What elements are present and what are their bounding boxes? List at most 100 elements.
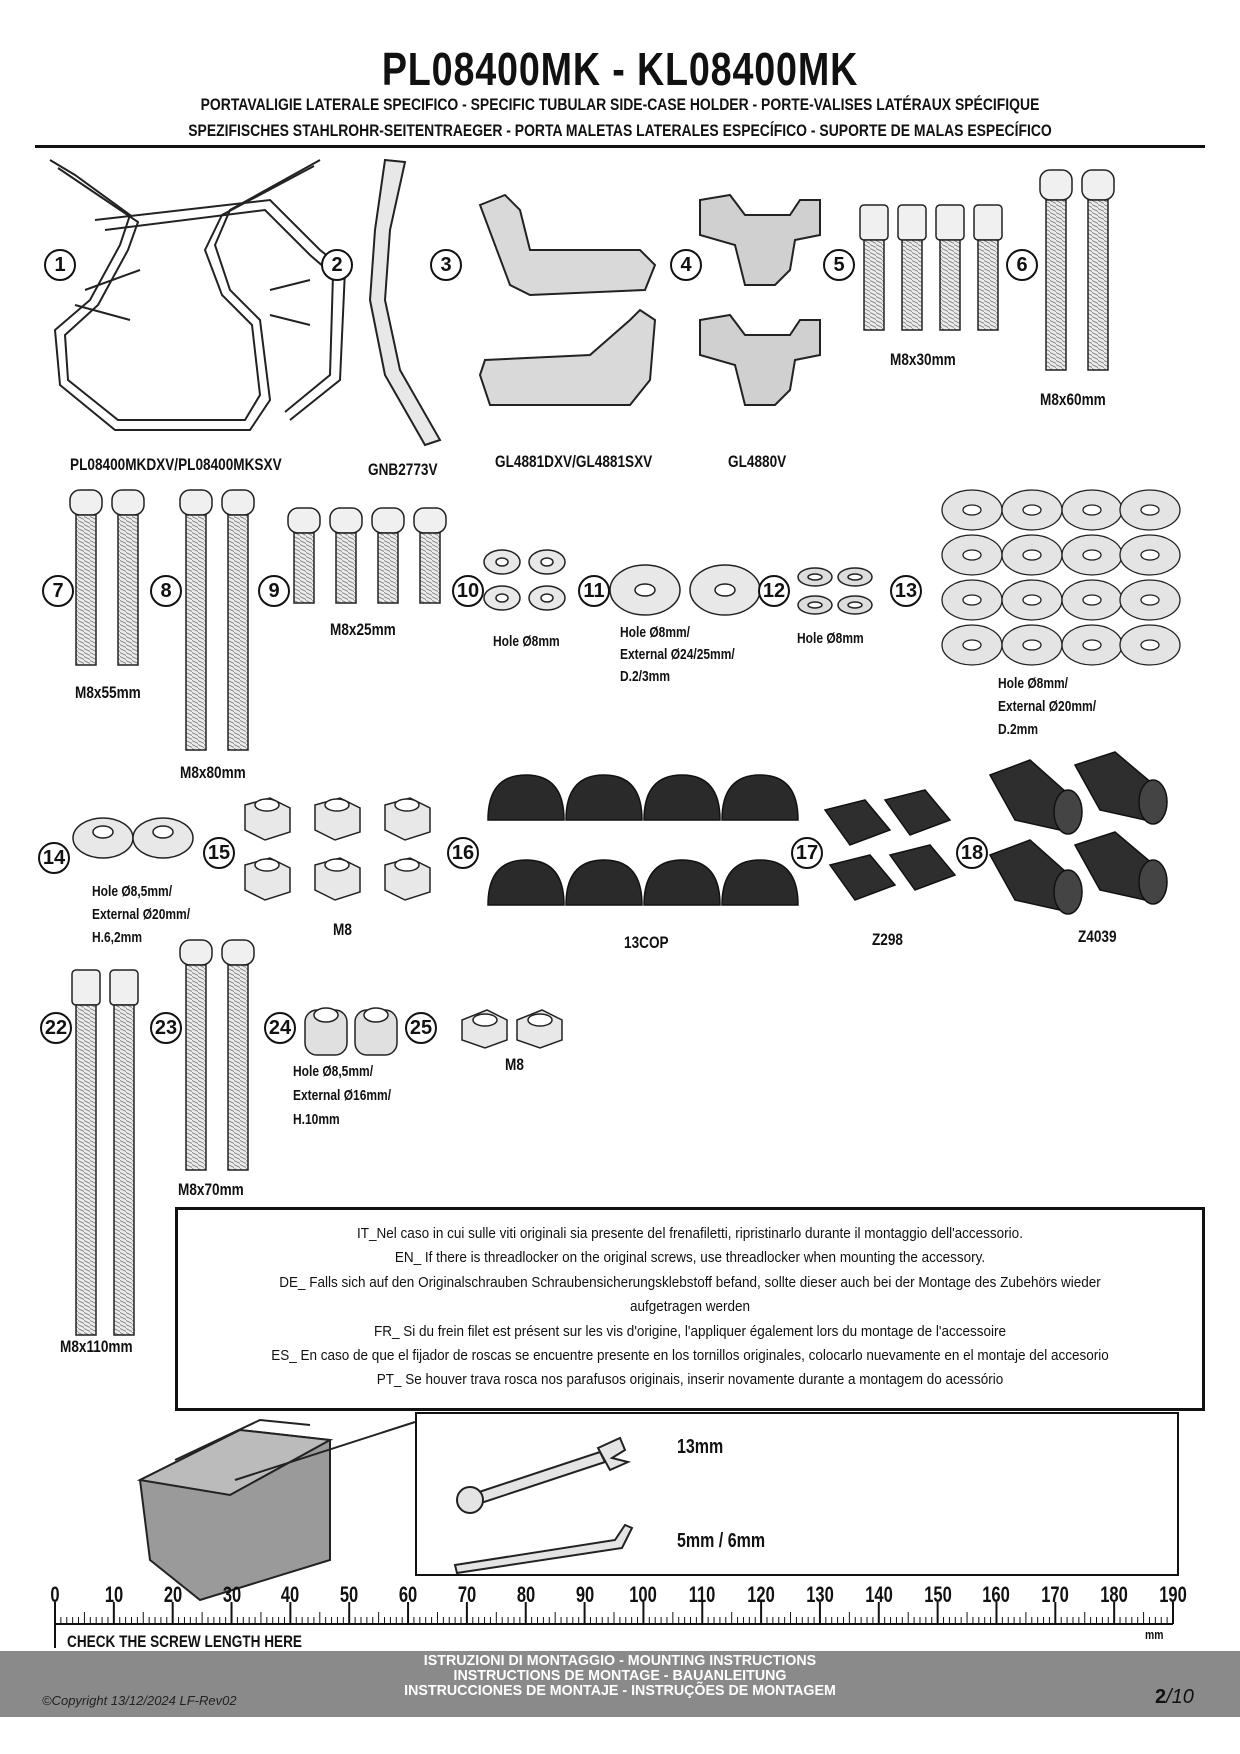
part-number-2: 2	[321, 249, 353, 281]
footer-line-2: INSTRUCTIONS DE MONTAGE - BAUANLEITUNG	[453, 1667, 787, 1684]
subtitle-line-2: SPEZIFISCHES STAHLROHR-SEITENTRAEGER - P…	[188, 121, 1052, 140]
m8x30-label: M8x30mm	[890, 350, 956, 369]
allen-key-illustration	[453, 1523, 634, 1575]
ruler-tick-label: 80	[516, 1582, 535, 1607]
note-de-cont: aufgetragen werden	[629, 1298, 751, 1316]
note-en: EN_ If there is threadlocker on the orig…	[394, 1249, 986, 1267]
note-pt: PT_ Se houver trava rosca nos parafusos …	[376, 1371, 1004, 1389]
part-number-10: 10	[452, 575, 484, 607]
spacer14-label-2: External Ø20mm/	[92, 906, 191, 923]
ruler-unit: mm	[1145, 1627, 1164, 1642]
cap16-label: 13COP	[624, 933, 669, 952]
spacers-item24	[304, 1007, 398, 1056]
caps-item16	[487, 774, 799, 906]
ruler-tick-label: 130	[806, 1582, 834, 1607]
part-number-12: 12	[758, 575, 790, 607]
screws-m8x55	[69, 489, 145, 666]
ruler-tick-label: 140	[865, 1582, 893, 1607]
washers-item13	[941, 489, 1181, 666]
washer11-label-2: External Ø24/25mm/	[620, 646, 735, 663]
subtitle-line-1: PORTAVALIGIE LATERALE SPECIFICO - SPECIF…	[200, 95, 1040, 114]
spacers-item14	[72, 817, 194, 859]
ruler-tick-label: 100	[629, 1582, 658, 1607]
screws-m8x80	[179, 489, 255, 751]
screws-m8x70	[179, 939, 255, 1171]
part-number-1: 1	[44, 249, 76, 281]
ruler-caption: CHECK THE SCREW LENGTH HERE	[67, 1632, 302, 1651]
washer12-label: Hole Ø8mm	[797, 630, 864, 647]
m8x70-label: M8x70mm	[178, 1180, 244, 1199]
part-number-7: 7	[42, 575, 74, 607]
ruler-tick-label: 190	[1159, 1582, 1187, 1607]
ruler-tick-label: 70	[457, 1582, 477, 1607]
spacer24-label-3: H.10mm	[293, 1111, 340, 1128]
tools-box	[415, 1412, 1179, 1576]
part-number-11: 11	[578, 575, 610, 607]
ruler-tick-label: 50	[340, 1582, 359, 1607]
ruler-tick-label: 150	[923, 1582, 952, 1607]
ruler-tick-label: 30	[222, 1582, 241, 1607]
part-number-16: 16	[447, 837, 479, 869]
side-frame-illustration	[49, 159, 347, 431]
part-number-17: 17	[791, 837, 823, 869]
frame-code-label: PL08400MKDXV/PL08400MKSXV	[70, 455, 282, 474]
note-de: DE_ Falls sich auf den Originalschrauben…	[279, 1273, 1101, 1291]
m8x110-label: M8x110mm	[60, 1337, 133, 1356]
page-current: 2	[1155, 1686, 1167, 1708]
brackets-illustration	[699, 193, 821, 406]
part-number-13: 13	[890, 575, 922, 607]
nut25-label: M8	[505, 1055, 524, 1074]
rod-illustration	[368, 158, 442, 447]
pads-item17	[823, 789, 957, 901]
pad17-label: Z298	[872, 930, 903, 949]
screws-m8x60	[1039, 169, 1115, 371]
page-total: /10	[1166, 1686, 1194, 1708]
screws-m8x25	[287, 507, 447, 604]
document-title: PL08400MK - KL08400MK	[381, 43, 859, 95]
washers-item10	[483, 549, 566, 611]
wrench-size-label: 13mm	[677, 1436, 724, 1458]
m8x25-label: M8x25mm	[330, 620, 396, 639]
lock-nuts-item25	[461, 1009, 563, 1049]
flange-nuts-item15	[244, 797, 431, 901]
spacer24-label-1: Hole Ø8,5mm/	[293, 1063, 374, 1080]
plate-code-label: GL4881DXV/GL4881SXV	[495, 452, 653, 471]
screw-ruler	[54, 1602, 1174, 1648]
washer10-label: Hole Ø8mm	[493, 633, 560, 650]
footer-line-3: INSTRUCCIONES DE MONTAJE - INSTRUÇÕES DE…	[404, 1682, 836, 1699]
bracket-code-label: GL4880V	[728, 452, 787, 471]
ruler-tick-label: 10	[104, 1582, 124, 1607]
washer11-label-1: Hole Ø8mm/	[620, 624, 691, 641]
screws-m8x30	[859, 204, 1003, 331]
part-number-14: 14	[38, 842, 70, 874]
note-es: ES_ En caso de que el fijador de roscas …	[271, 1347, 1109, 1365]
note-it: IT_Nel caso in cui sulle viti originali …	[357, 1225, 1023, 1242]
note-fr: FR_ Si du frein filet est présent sur le…	[373, 1322, 1007, 1340]
footer-band	[0, 1651, 1240, 1717]
ruler-tick-label: 60	[398, 1582, 418, 1607]
ruler-tick-label: 180	[1100, 1582, 1128, 1607]
sleeve18-label: Z4039	[1078, 927, 1117, 946]
allen-size-label: 5mm / 6mm	[677, 1530, 766, 1552]
part-number-15: 15	[203, 837, 235, 869]
part-number-22: 22	[40, 1012, 72, 1044]
m8x60-label: M8x60mm	[1040, 390, 1106, 409]
washer13-label-1: Hole Ø8mm/	[998, 675, 1069, 692]
m8x80-label: M8x80mm	[180, 763, 246, 782]
ruler-tick-label: 160	[982, 1582, 1011, 1607]
spacer24-label-2: External Ø16mm/	[293, 1087, 392, 1104]
part-number-4: 4	[670, 249, 702, 281]
ruler-tick-label: 90	[575, 1582, 594, 1607]
washer13-label-2: External Ø20mm/	[998, 698, 1097, 715]
toolbox-illustration	[136, 1418, 416, 1602]
spacer14-label-3: H.6,2mm	[92, 929, 143, 946]
part-number-6: 6	[1006, 249, 1038, 281]
part-number-25: 25	[405, 1012, 437, 1044]
washers-item11	[609, 564, 761, 616]
ruler-tick-label: 110	[688, 1582, 716, 1607]
sleeves-item18	[988, 751, 1168, 915]
copyright: ©Copyright 13/12/2024 LF-Rev02	[42, 1693, 237, 1708]
footer-line-1: ISTRUZIONI DI MONTAGGIO - MOUNTING INSTR…	[423, 1652, 817, 1669]
washer13-label-3: D.2mm	[998, 721, 1039, 738]
